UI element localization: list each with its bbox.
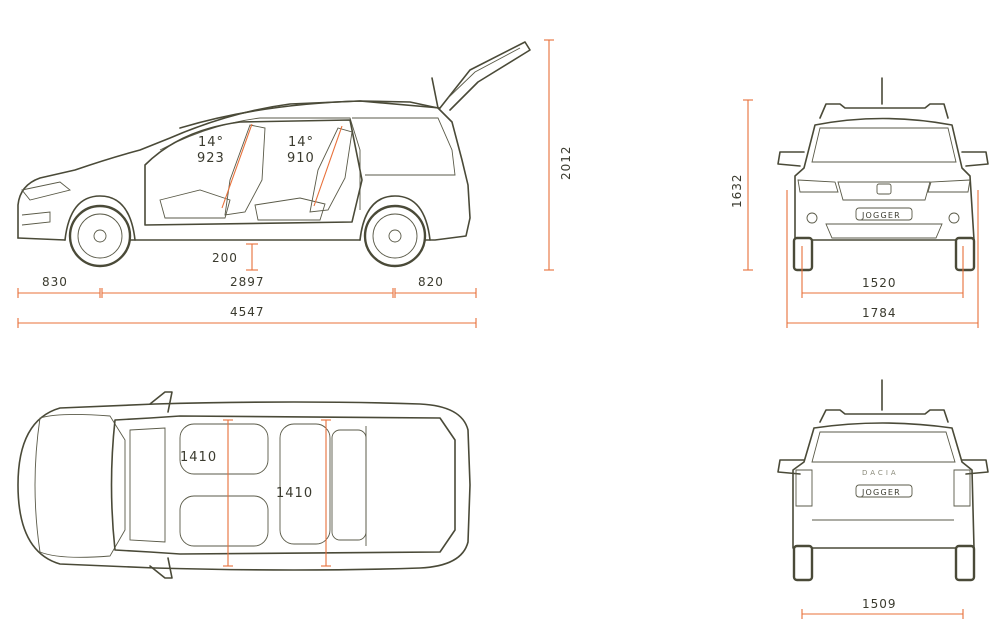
row1-angle-label: 14°	[198, 135, 224, 150]
row1-width-label: 1410	[180, 450, 217, 465]
top-view: 1410 1410	[17, 391, 471, 579]
row2-width-label: 1410	[276, 486, 313, 501]
wheelbase-label: 2897	[230, 275, 265, 289]
side-view: 14° 923 14° 910 200 2012 830 2897 820 45…	[17, 39, 573, 328]
ground-clearance-label: 200	[212, 251, 238, 265]
rear-view: DACIA JOGGER 1509	[777, 379, 989, 619]
front-view: JOGGER 1632 1520 1784	[730, 77, 989, 328]
front-badge-label: JOGGER	[861, 211, 901, 220]
rear-overhang-label: 820	[418, 275, 444, 289]
rear-brand-lettering: DACIA	[862, 469, 899, 477]
rear-badge-label: JOGGER	[861, 488, 901, 497]
front-height-label: 1632	[730, 173, 744, 208]
overall-length-label: 4547	[230, 305, 265, 319]
front-track-label: 1520	[862, 276, 897, 290]
row2-headroom-label: 910	[287, 151, 315, 166]
height-tailgate-open-label: 2012	[559, 145, 573, 180]
front-overhang-label: 830	[42, 275, 68, 289]
row1-headroom-label: 923	[197, 151, 225, 166]
rear-track-label: 1509	[862, 597, 897, 611]
row2-angle-label: 14°	[288, 135, 314, 150]
overall-width-label: 1784	[862, 306, 897, 320]
